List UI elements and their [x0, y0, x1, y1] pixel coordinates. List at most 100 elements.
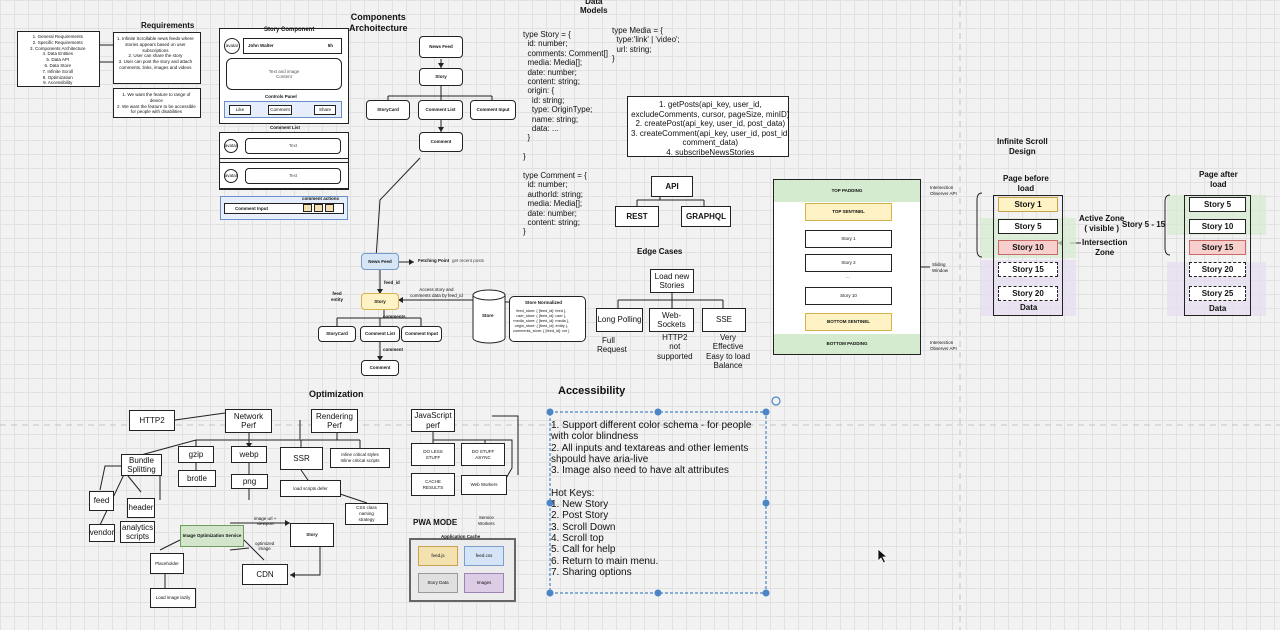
store-label: Store [482, 313, 494, 318]
story-card-node: StoryCard [366, 100, 410, 120]
comment-action-button[interactable] [303, 204, 312, 212]
service-workers-label: Service Workers [478, 515, 495, 526]
store-normalized-title: Store Normalized [525, 300, 563, 305]
feed-entity-label: feed entity [331, 291, 344, 302]
components-title: Components Archoitecture [349, 12, 408, 33]
nonfunctional-requirements-text: 1. We want the feature to range of devic… [117, 92, 196, 115]
news-feed-node: News Feed [419, 36, 463, 58]
after-story-5: Story 25 [1189, 286, 1246, 301]
like-button[interactable]: Like [229, 105, 251, 115]
image-url-note: image url + viewport [254, 516, 277, 526]
media-type-definition: type Media = { type:'link' | 'video'; ur… [612, 26, 680, 64]
analytics-scripts-node: analytics scripts [120, 521, 155, 543]
story-node: Story [419, 68, 463, 86]
comment-input-label: Comment Input [235, 205, 268, 211]
story-time: 5h [327, 43, 333, 49]
before-story-4: Story 15 [998, 262, 1058, 277]
scroll-story-1: Story 1 [805, 230, 892, 248]
rendering-perf-node: Rendering Perf [311, 409, 358, 433]
page-before-data-label: Data [1020, 303, 1038, 312]
fetching-point-label: Fetching Point [418, 258, 450, 263]
optimization-title: Optimization [309, 389, 364, 399]
zone-bracket-icon [976, 192, 983, 258]
after-story-4: Story 20 [1189, 262, 1246, 277]
do-less-stuff-node: DO LESS STUFF [411, 443, 455, 466]
controls-panel-title: Controls Panel [265, 94, 297, 99]
sse-node: SSE [702, 308, 746, 332]
story-author-row: John Walter 5h [243, 38, 342, 54]
page-after-frame [1184, 195, 1251, 316]
inline-critical-node: Inline critical styles Inline critical s… [330, 448, 390, 468]
edge-cases-title: Edge Cases [637, 247, 683, 256]
comment-action-button[interactable] [314, 204, 323, 212]
long-polling-node: Long Polling [596, 308, 643, 332]
scroll-story-10: Story 10 [805, 287, 892, 305]
scroll-ellipsis: ... [846, 274, 850, 279]
load-new-stories-node: Load new Stories [650, 269, 694, 293]
page-after-load-title: Page after load [1199, 170, 1238, 189]
store-normalized-box: Store Normalized feed_store: { [feed_id]… [509, 296, 586, 342]
story-content-placeholder: Text and image Content [226, 58, 342, 90]
store-normalized-body: feed_store: { [feed_id]: feed }, user_st… [513, 309, 570, 333]
load-lazily-node: Load image lazily [150, 588, 196, 608]
feed-id-label: feed_id [384, 280, 400, 285]
infinite-scroll-design-title: Infinite Scroll Design [997, 137, 1048, 156]
http2-note: HTTP2 not supported [657, 333, 693, 361]
api-methods-text: 1. getPosts(api_key, user_id, excludeCom… [631, 100, 790, 157]
ssr-node: SSR [280, 447, 323, 470]
api-node: API [651, 176, 693, 197]
feed-js-file: feed.js [418, 546, 458, 566]
after-story-1: Story 5 [1189, 197, 1246, 212]
active-zone-label: Active Zone ( visible ) [1079, 214, 1125, 233]
comment-type-definition: type Comment = { id: number; authorId: s… [523, 171, 587, 237]
javascript-perf-node: JavaScript perf [411, 409, 455, 432]
after-story-2: Story 10 [1189, 219, 1246, 234]
page-after-data-label: Data [1209, 304, 1227, 313]
functional-requirements-box: 1. Infinite Scrollable news feeds where … [113, 32, 201, 84]
css-naming-node: CSS class naming strategy [345, 503, 388, 525]
sse-note: Very Effective Easy to load Balance [706, 333, 751, 371]
network-perf-node: Network Perf [225, 409, 272, 433]
top-sentinel: TOP SENTINEL [805, 203, 892, 221]
store-story-node: Story [361, 293, 399, 310]
image-optimization-service-node: Image Optimization Service [180, 525, 244, 547]
header-node: header [127, 498, 155, 518]
feed-node: feed [89, 491, 114, 511]
http2-node: HTTP2 [129, 410, 175, 431]
api-methods-box: 1. getPosts(api_key, user_id, excludeCom… [627, 96, 790, 157]
comment-item: avatar Text [219, 162, 349, 189]
share-button[interactable]: Share [314, 105, 336, 115]
observer-api-bottom: Intersection Observer API [930, 340, 957, 351]
feed-css-file: feed.css [464, 546, 504, 566]
fetching-point-note: get recent posts [452, 258, 485, 263]
pwa-mode-title: PWA MODE [413, 518, 458, 527]
images-file: Images [464, 573, 504, 593]
comment-text: Text [245, 168, 341, 184]
comment-input[interactable]: Comment Input [224, 203, 344, 214]
comment-node: Comment [419, 132, 463, 152]
comment-button[interactable]: Comment [268, 105, 292, 115]
story-range-label: Story 5 - 15 [1122, 220, 1166, 229]
comment-list-node: Comment List [418, 100, 463, 120]
author-name: John Walter [248, 43, 274, 49]
cache-results-node: CACHE RESULTS [411, 473, 455, 496]
intersection-zone-label: Intersection Zone [1082, 238, 1128, 257]
story-type-definition: type Story = { id: number; comments: Com… [523, 30, 608, 162]
comment-item: avatar Text [219, 132, 349, 159]
placeholder-node: Placeholder [150, 553, 184, 574]
webp-node: webp [231, 446, 267, 463]
story-data-file: Story Data [418, 573, 458, 593]
before-story-1: Story 1 [998, 197, 1058, 212]
comment-actions-label: comment actions [302, 196, 340, 201]
accessibility-title: Accessibility [558, 385, 626, 397]
story-component-title: Story Component [264, 27, 315, 33]
comment-action-button[interactable] [325, 204, 334, 212]
accessibility-text[interactable]: 1. Support different color schema - for … [551, 420, 752, 578]
store-news-feed-node: News Feed [361, 253, 399, 270]
before-story-3: Story 10 [998, 240, 1058, 255]
data-models-title: Data Models [580, 0, 608, 15]
store-comment-list-node: Comment List [360, 326, 400, 342]
png-node: png [231, 474, 268, 489]
comment-avatar: avatar [224, 139, 238, 153]
